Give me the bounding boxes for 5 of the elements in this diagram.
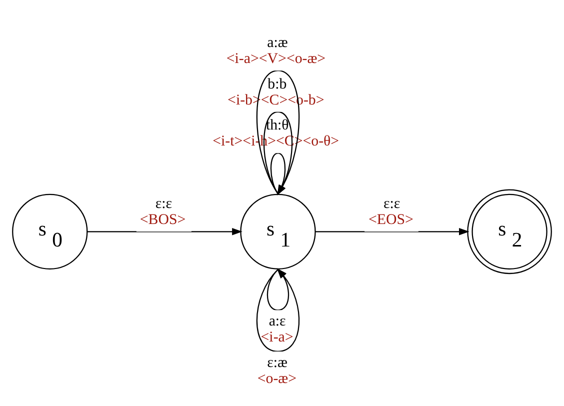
edge-label: a:æ <i-a><V><o-æ> bbox=[226, 34, 326, 68]
edge-label: ε:æ <o-æ> bbox=[257, 354, 296, 387]
edge-label: a:ɛ <i-a> bbox=[260, 314, 294, 346]
edge-label: ε:ε <EOS> bbox=[368, 196, 414, 228]
edge-label: ε:ε <BOS> bbox=[140, 196, 186, 228]
